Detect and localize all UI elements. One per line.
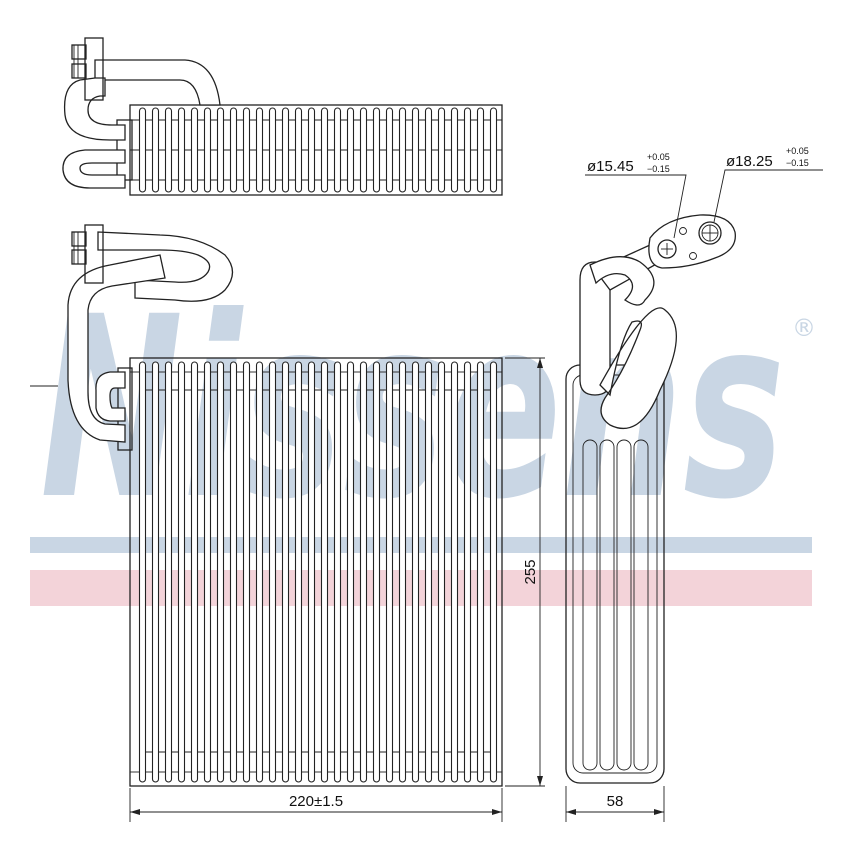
top-view-fin — [242, 107, 251, 193]
top-view — [62, 37, 503, 196]
front-view-fin — [255, 361, 264, 783]
front-view-fin — [307, 361, 316, 783]
top-view-pipe-1 — [94, 59, 221, 106]
top-view-fin — [307, 107, 316, 193]
top-view-fin — [398, 107, 407, 193]
front-view-fin — [281, 361, 290, 783]
front-view-fin — [164, 361, 173, 783]
front-view-fin — [372, 361, 381, 783]
top-view-fin — [346, 107, 355, 193]
depth-dimension: 58 — [565, 786, 665, 822]
side-view: ø15.45 +0.05 −0.15 ø18.25 +0.05 −0.15 58 — [565, 146, 823, 822]
front-view-fin — [320, 361, 329, 783]
front-view-fin — [203, 361, 212, 783]
front-view-fin — [190, 361, 199, 783]
port-1-tolerance-plus: +0.05 — [647, 152, 670, 162]
front-view-fin — [333, 361, 342, 783]
port-2-fitting — [698, 221, 722, 245]
watermark-blue-band — [30, 537, 812, 553]
top-view-fin — [255, 107, 264, 193]
top-view-fin — [281, 107, 290, 193]
port-2-tolerance-minus: −0.15 — [786, 158, 809, 168]
watermark: Nissens ® — [30, 263, 816, 606]
top-view-fin — [463, 107, 472, 193]
depth-dimension-label: 58 — [607, 793, 624, 810]
front-view-pipe-1 — [97, 231, 234, 302]
port-2-tolerance-plus: +0.05 — [786, 146, 809, 156]
side-view-pipe-4 — [589, 256, 655, 306]
top-view-fin — [476, 107, 485, 193]
top-view-fin — [229, 107, 238, 193]
front-view-pipe-3 — [95, 371, 126, 422]
front-view-flange — [84, 224, 104, 284]
front-view-pipe-2 — [67, 254, 166, 443]
front-view-fin — [242, 361, 251, 783]
side-view-pipe-2 — [599, 307, 677, 430]
front-view-fin — [463, 361, 472, 783]
front-view-fin — [489, 361, 498, 783]
front-view-fin — [411, 361, 420, 783]
top-view-fin — [385, 107, 394, 193]
front-view: 220±1.5 255 — [30, 224, 545, 822]
port-1-diameter: ø15.45 — [587, 158, 634, 175]
top-view-fin — [450, 107, 459, 193]
front-view-fin — [151, 361, 160, 783]
front-view-fin — [398, 361, 407, 783]
top-view-fin — [320, 107, 329, 193]
top-view-fin — [177, 107, 186, 193]
top-view-fin — [216, 107, 225, 193]
port-2-diameter-callout: ø18.25 +0.05 −0.15 — [726, 146, 809, 170]
height-dimension-label: 255 — [522, 559, 539, 584]
port-1-tolerance-minus: −0.15 — [647, 164, 670, 174]
top-view-fins — [138, 107, 498, 193]
top-view-fin — [489, 107, 498, 193]
front-view-fin — [437, 361, 446, 783]
top-view-fin — [359, 107, 368, 193]
front-view-fin — [476, 361, 485, 783]
front-view-fin — [385, 361, 394, 783]
front-view-fin — [229, 361, 238, 783]
front-view-fin — [216, 361, 225, 783]
top-view-pipe-2 — [63, 77, 126, 141]
top-view-fin — [424, 107, 433, 193]
watermark-red-band — [30, 570, 812, 606]
width-dimension: 220±1.5 — [129, 788, 503, 822]
front-view-fin — [138, 361, 147, 783]
top-view-fin — [333, 107, 342, 193]
watermark-registered-mark: ® — [792, 314, 816, 342]
front-view-fin — [346, 361, 355, 783]
top-view-fin — [268, 107, 277, 193]
top-view-fin — [203, 107, 212, 193]
top-view-pipe-3 — [62, 149, 126, 189]
top-view-fin — [138, 107, 147, 193]
top-view-fin — [294, 107, 303, 193]
top-view-fin — [372, 107, 381, 193]
top-view-fin — [411, 107, 420, 193]
port-2-diameter: ø18.25 — [726, 153, 773, 170]
front-view-fin — [177, 361, 186, 783]
top-view-fin — [164, 107, 173, 193]
front-view-fin — [268, 361, 277, 783]
front-view-fin — [424, 361, 433, 783]
front-view-fin — [359, 361, 368, 783]
side-view-flange-plate — [648, 214, 736, 269]
front-view-fins — [138, 361, 498, 783]
top-view-fin — [190, 107, 199, 193]
top-view-flange — [84, 37, 104, 101]
top-view-fin — [151, 107, 160, 193]
top-view-fin — [437, 107, 446, 193]
width-dimension-label: 220±1.5 — [289, 793, 343, 810]
height-dimension: 255 — [505, 357, 545, 787]
port-1-fitting — [657, 239, 677, 259]
front-view-fin — [450, 361, 459, 783]
front-view-fin — [294, 361, 303, 783]
port-1-diameter-callout: ø15.45 +0.05 −0.15 — [587, 152, 670, 175]
